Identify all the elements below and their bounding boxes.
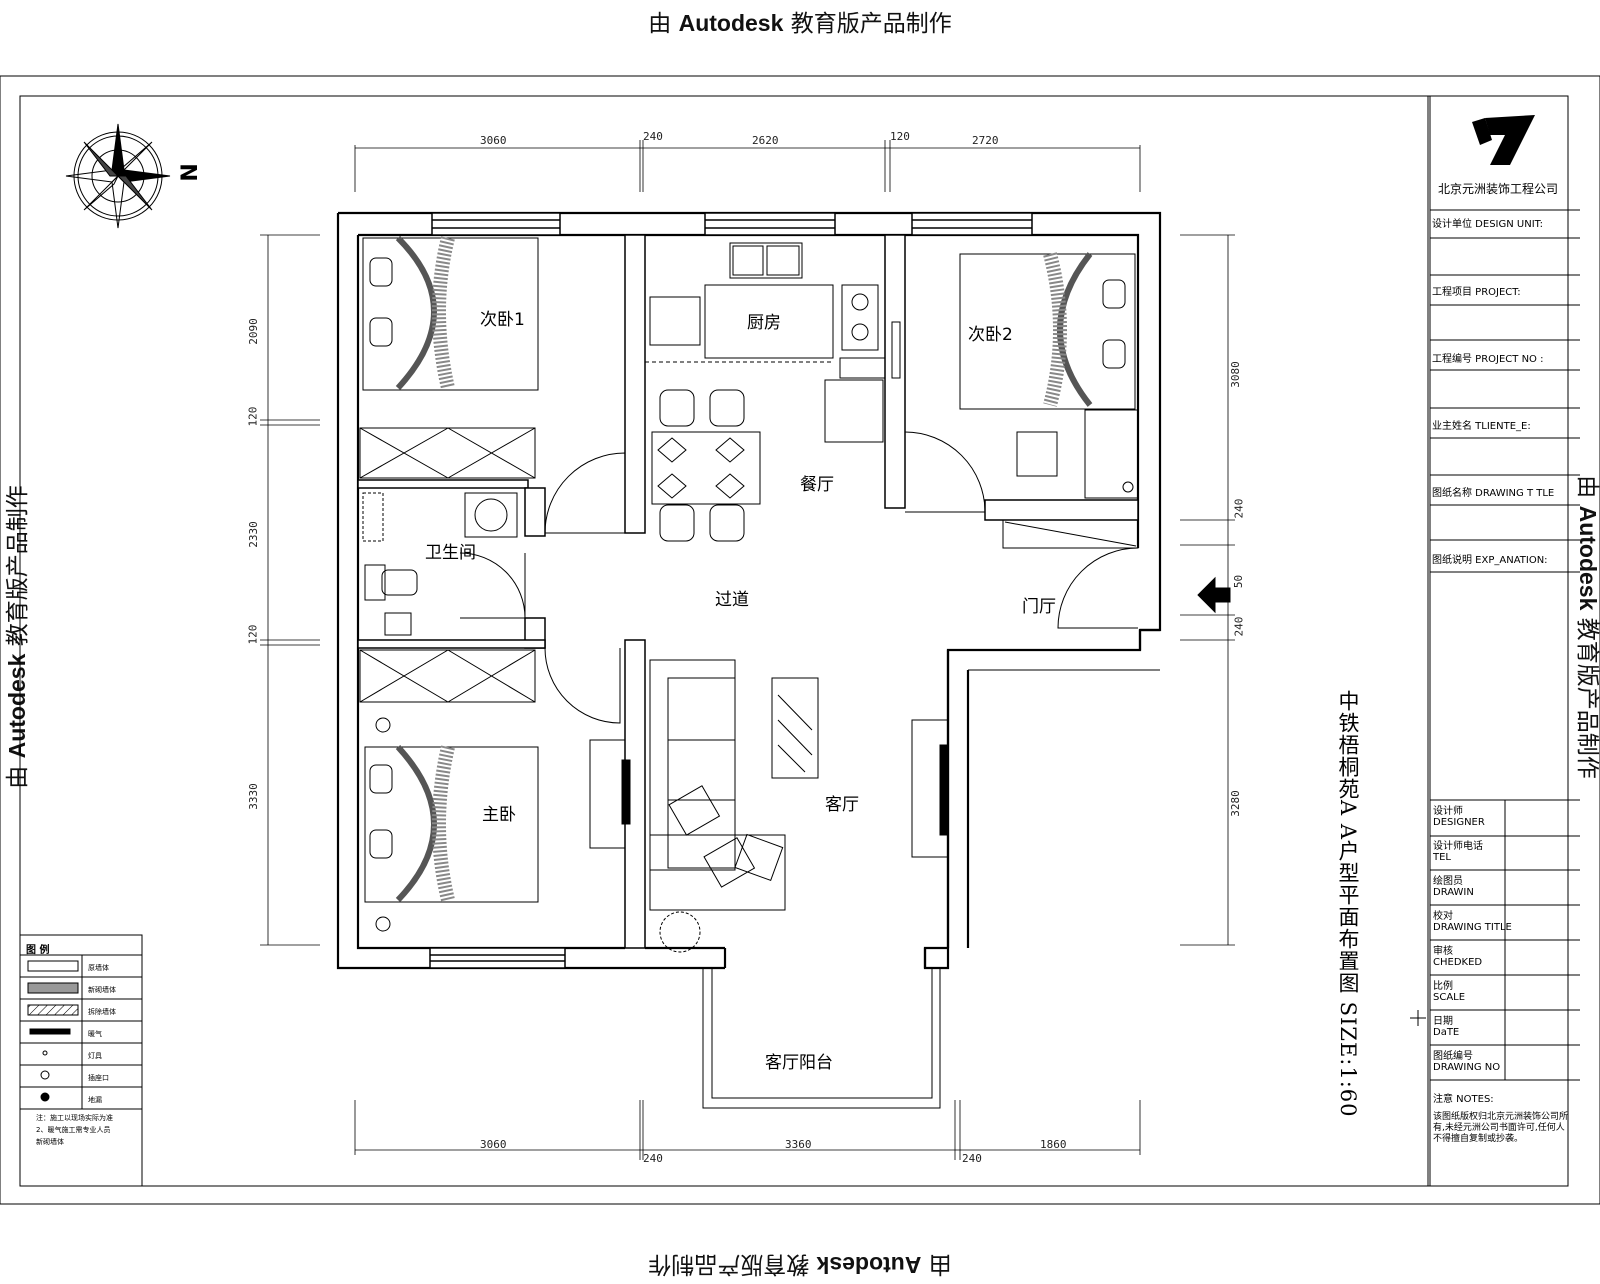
bed-room1 (362, 237, 539, 391)
dim-left-3: 2330 (246, 521, 260, 548)
inner-border (19, 95, 1569, 1187)
dim-top-3: 2620 (752, 134, 779, 147)
legend-note-1: 注：施工以现场实际为准 (36, 1114, 113, 1122)
furniture (359, 235, 1231, 1109)
room-label-living: 客厅 (825, 795, 859, 815)
legend-swatch-new-wall (27, 982, 79, 994)
room-label-balcony: 客厅阳台 (765, 1053, 833, 1073)
drawing-title: 中铁梧桐苑A A户型平面布置图 SIZE:1:60 (1336, 690, 1360, 1118)
tb-drawing-title: 图纸名称 DRAWING T TLE (1432, 488, 1555, 499)
dim-right-4: 240 (1232, 616, 1246, 637)
dim-bottom-2: 240 (643, 1152, 663, 1165)
legend-swatch-wall (27, 960, 79, 972)
dim-right-5: 3280 (1228, 790, 1242, 817)
legend-item-5: 灯具 (88, 1052, 102, 1060)
legend-item-2: 新砌墙体 (88, 986, 116, 994)
legend-item-1: 原墙体 (88, 964, 109, 972)
company-name: 北京元洲装饰工程公司 (1438, 182, 1559, 196)
north-label: N (174, 163, 200, 182)
dim-top-2: 240 (643, 130, 663, 143)
room-label-bedroom2: 次卧2 (968, 325, 1013, 345)
legend-item-3: 拆除墙体 (88, 1008, 116, 1016)
tb-explanation: 图纸说明 EXP_ANATION: (1432, 555, 1548, 566)
tb-project-no: 工程编号 PROJECT NO : (1432, 354, 1544, 365)
room-label-master: 主卧 (482, 805, 516, 825)
compass-rose (65, 123, 171, 229)
room-label-kitchen: 厨房 (747, 313, 781, 333)
dining-table (651, 431, 761, 505)
legend-swatch-demolished (27, 1004, 79, 1016)
dim-left-4: 120 (246, 624, 260, 645)
dim-bottom-5: 1860 (1040, 1138, 1067, 1151)
dim-top-1: 3060 (480, 134, 507, 147)
interior-walls (357, 212, 1139, 969)
dim-left-1: 2090 (246, 318, 260, 345)
dim-top-4: 120 (890, 130, 910, 143)
tb-notes-text: 该图纸版权归北京元洲装饰公司所有,未经元洲公司书面许可,任何人不得擅自复制或抄袭… (1433, 1112, 1569, 1144)
dim-right-2: 240 (1232, 498, 1246, 519)
legend-socket (40, 1070, 50, 1080)
dim-top-5: 2720 (972, 134, 999, 147)
room-label-dining: 餐厅 (800, 475, 834, 495)
legend-radiator (29, 1028, 71, 1035)
room-label-bathroom: 卫生间 (425, 543, 476, 563)
dim-right-3: 50 (1232, 574, 1246, 589)
dim-bottom-4: 240 (962, 1152, 982, 1165)
legend-item-7: 地漏 (88, 1096, 102, 1104)
legend-drain (40, 1092, 50, 1102)
legend-title: 图 例 (26, 945, 50, 956)
tb-notes-label: 注意 NOTES: (1433, 1094, 1494, 1105)
legend-note-2: 2、暖气施工需专业人员 (36, 1126, 111, 1134)
dim-right-1: 3080 (1228, 361, 1242, 388)
room-label-bedroom1: 次卧1 (480, 310, 525, 330)
tb-design-unit: 设计单位 DESIGN UNIT: (1432, 219, 1544, 230)
dim-left-5: 3330 (246, 783, 260, 810)
legend-item-4: 暖气 (88, 1030, 102, 1038)
company-logo (1472, 115, 1535, 165)
legend-light (42, 1050, 48, 1056)
room-label-foyer: 门厅 (1022, 597, 1056, 617)
legend-item-6: 插座口 (88, 1074, 109, 1082)
dim-left-2: 120 (246, 406, 260, 427)
watermark-top: 由 Autodesk 教育版产品制作 (648, 10, 952, 37)
dim-bottom-3: 3360 (785, 1138, 812, 1151)
room-label-hallway: 过道 (715, 590, 749, 610)
tb-client: 业主姓名 TLIENTE_E: (1432, 421, 1531, 432)
legend-note-3: 新砌墙体 (36, 1138, 64, 1146)
tb-project: 工程项目 PROJECT: (1432, 287, 1521, 298)
outer-border (0, 75, 1600, 1205)
doors (459, 431, 1139, 724)
dim-bottom-1: 3060 (480, 1138, 507, 1151)
